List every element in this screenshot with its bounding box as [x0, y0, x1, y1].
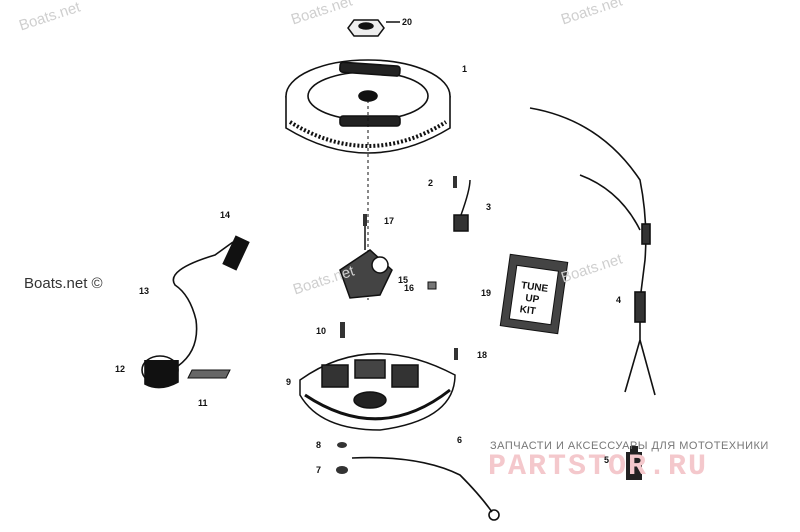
ignition-coil [141, 235, 250, 389]
callout-16: 16 [404, 283, 415, 293]
watermark-copyright: Boats.net © [24, 275, 103, 292]
coil-bracket [187, 369, 231, 379]
callout-13: 13 [139, 286, 150, 296]
callout-18: 18 [477, 350, 488, 360]
stator-plate [299, 353, 456, 431]
brand-tagline: ЗАПЧАСТИ И АКСЕССУАРЫ ДЛЯ МОТОТЕХНИКИ [490, 440, 769, 452]
kit-label-line2: UP [525, 293, 541, 306]
callout-5: 5 [604, 455, 610, 465]
callout-17: 17 [384, 216, 395, 226]
condenser [453, 179, 471, 232]
callout-10: 10 [316, 326, 327, 336]
flywheel-nut [347, 19, 400, 37]
callout-7: 7 [316, 465, 322, 475]
screw-17 [363, 214, 367, 226]
screw-2 [453, 176, 457, 188]
ground-wire [351, 456, 500, 521]
callout-8: 8 [316, 440, 322, 450]
cable-harness [529, 107, 656, 396]
callout-11: 11 [198, 398, 208, 408]
brand-name: PARTSTOR.RU [488, 450, 709, 484]
callout-3: 3 [486, 202, 492, 212]
point-set [339, 222, 393, 299]
callout-19: 19 [481, 288, 492, 298]
spark-plug [626, 446, 642, 480]
callout-4: 4 [616, 295, 622, 305]
kit-label-line3: KIT [519, 304, 536, 317]
callout-1: 1 [462, 64, 468, 74]
tune-up-kit: TUNE UP KIT [499, 253, 569, 335]
callout-12: 12 [115, 364, 126, 374]
screw-7 [336, 466, 348, 474]
callout-20: 20 [402, 17, 413, 27]
screw-10 [340, 322, 345, 338]
screw-18 [454, 348, 458, 360]
callout-9: 9 [286, 377, 292, 387]
washer-8 [337, 442, 347, 448]
callout-15: 15 [398, 275, 409, 285]
felt-16 [427, 281, 437, 290]
callout-2: 2 [428, 178, 434, 188]
kit-label-line1: TUNE [520, 280, 549, 295]
callout-14: 14 [220, 210, 231, 220]
callout-6: 6 [457, 435, 463, 445]
